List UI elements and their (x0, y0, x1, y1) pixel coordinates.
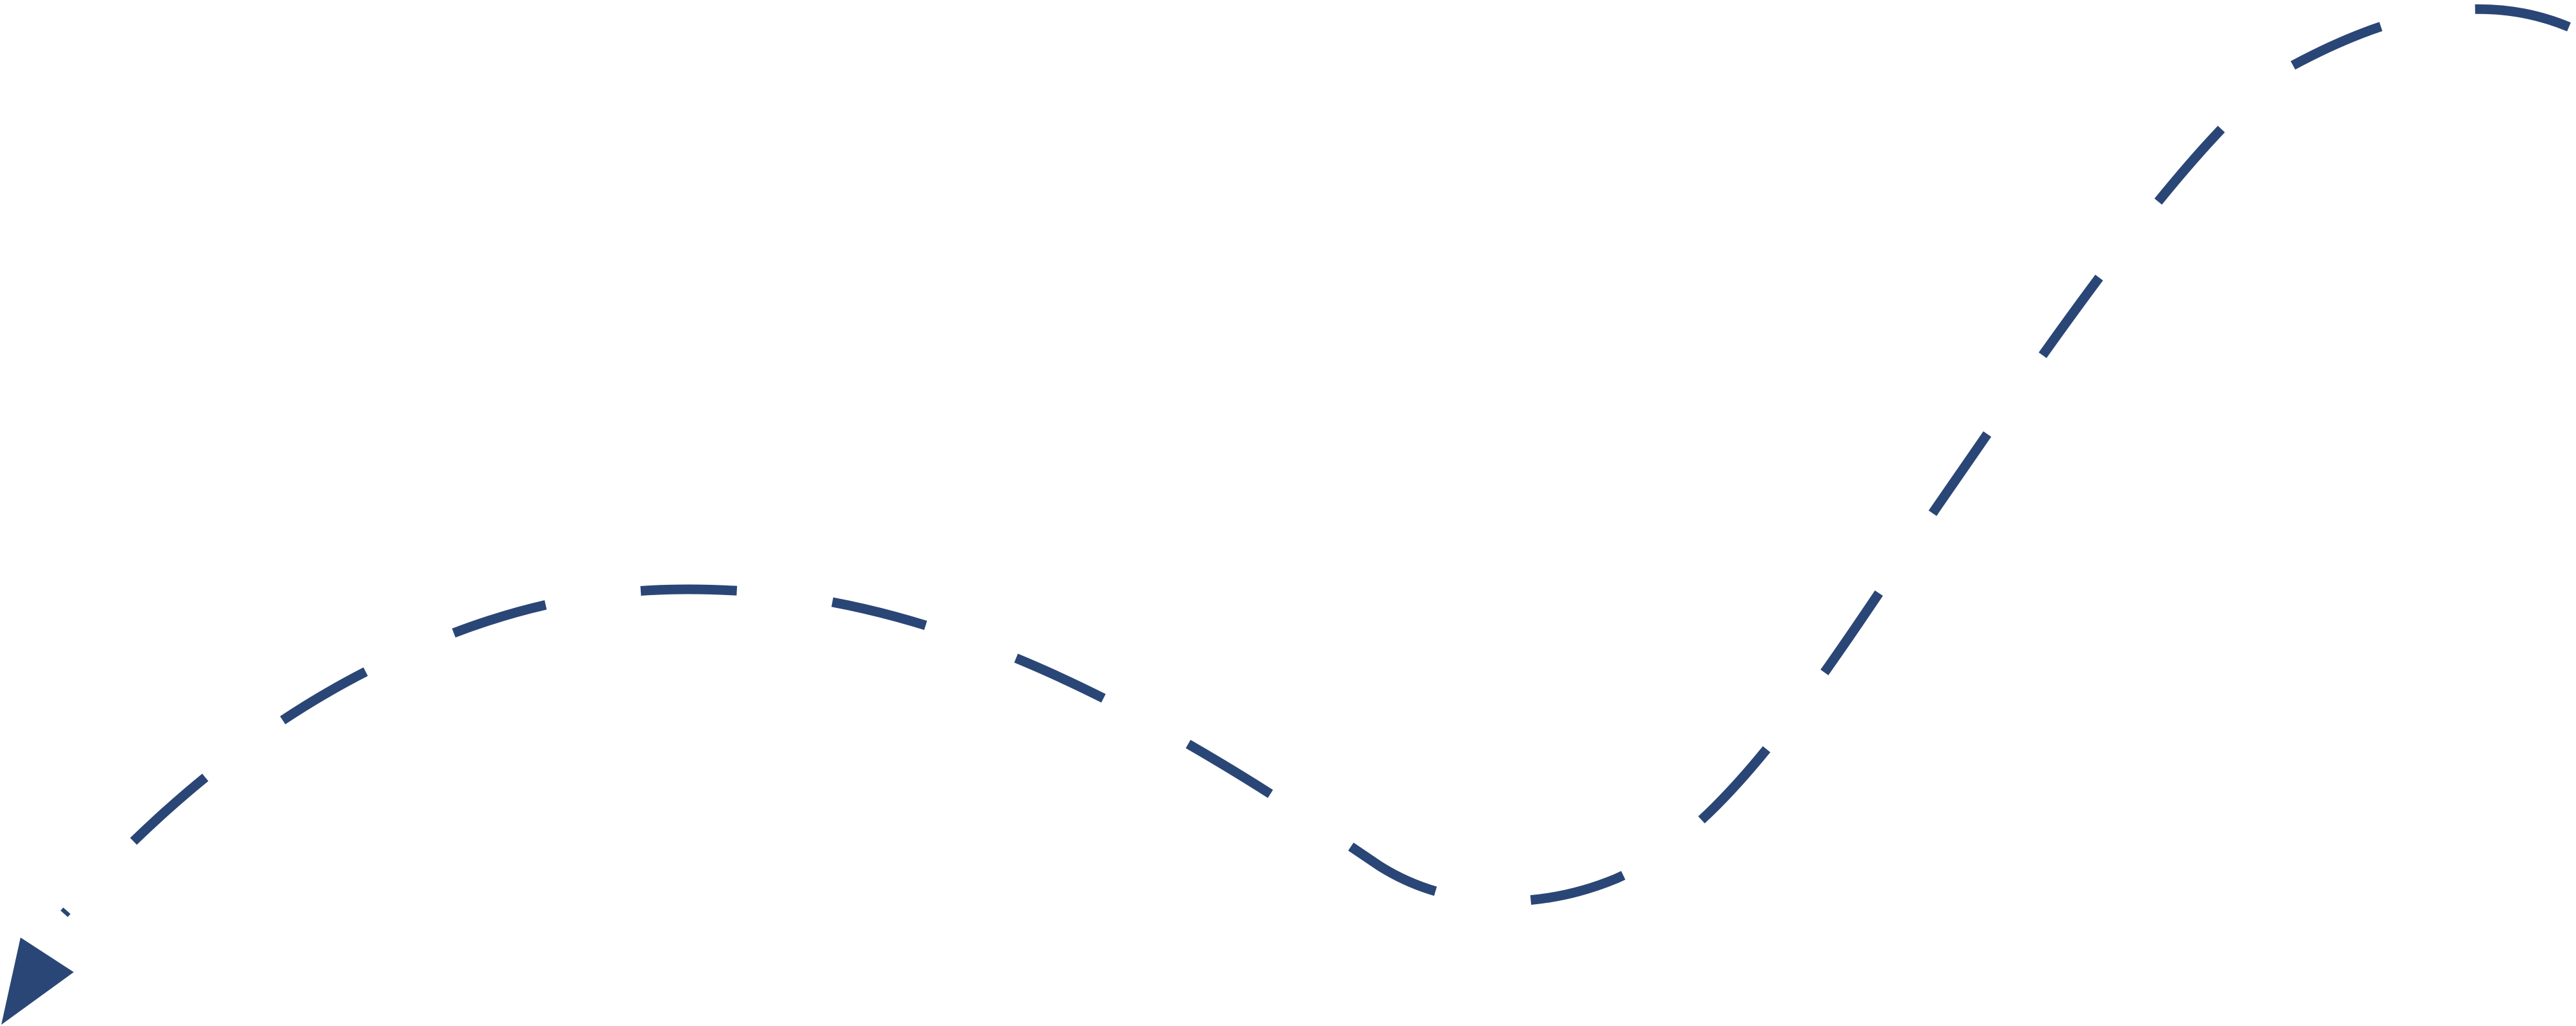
dashed-arrow-path (60, 4, 2571, 917)
arrowhead-icon (1, 938, 74, 1025)
dashed-curved-arrow (1, 4, 2571, 1025)
